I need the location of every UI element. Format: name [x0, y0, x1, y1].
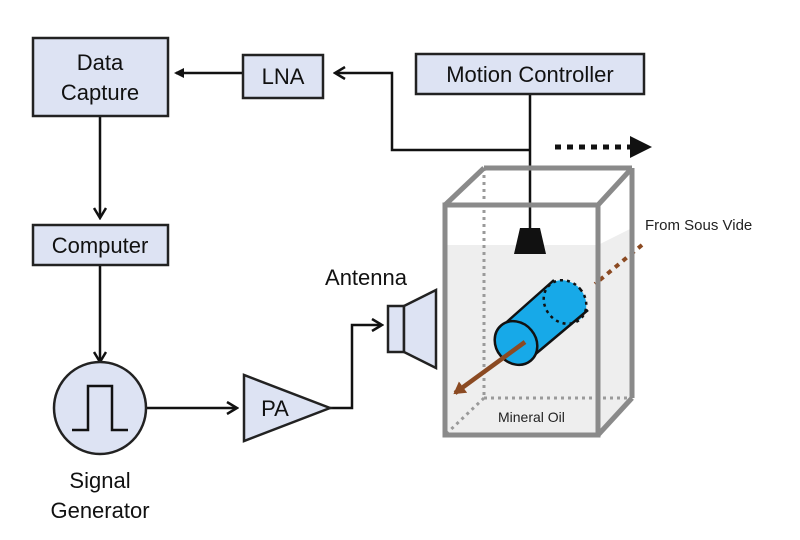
antenna: Antenna: [325, 265, 438, 371]
horn-antenna-icon: [402, 287, 438, 371]
cylinder-sample: [493, 278, 589, 367]
data-capture-label-line2: Capture: [61, 80, 139, 105]
motion-direction-arrowhead: [630, 136, 652, 158]
wire-pa-to-antenna: [330, 325, 382, 410]
signal-generator: Signal Generator: [50, 360, 150, 523]
mineral-oil-label: Mineral Oil: [498, 409, 565, 425]
motion-controller-label: Motion Controller: [446, 62, 614, 87]
from-sous-vide-label: From Sous Vide: [645, 217, 752, 234]
data-capture-label-line1: Data: [77, 50, 124, 75]
pa-label: PA: [261, 396, 289, 421]
lna-label: LNA: [262, 64, 305, 89]
pulse-icon: [72, 384, 128, 432]
signal-generator-label-line2: Generator: [50, 498, 149, 523]
tank-back-edge: [443, 396, 486, 437]
pa-amplifier: PA: [242, 373, 334, 443]
signal-generator-label-line1: Signal: [69, 468, 130, 493]
probe-icon: [514, 228, 546, 254]
lna-block: LNA: [241, 53, 325, 100]
antenna-label: Antenna: [325, 265, 408, 290]
signal-generator-circle: [52, 360, 148, 456]
flow-arrow: [453, 340, 527, 395]
antenna-feed: [386, 304, 406, 354]
cylinder-edge: [499, 279, 555, 329]
computer-label: Computer: [52, 233, 149, 258]
amplifier-triangle: [242, 373, 334, 443]
computer-block: Computer: [31, 223, 170, 267]
cylinder-edge: [531, 309, 589, 358]
motion-controller-block: Motion Controller: [414, 52, 646, 96]
wire-probe-to-lna: [335, 73, 530, 152]
tank-front: [442, 165, 635, 438]
data-capture-block: Data Capture: [31, 36, 170, 118]
